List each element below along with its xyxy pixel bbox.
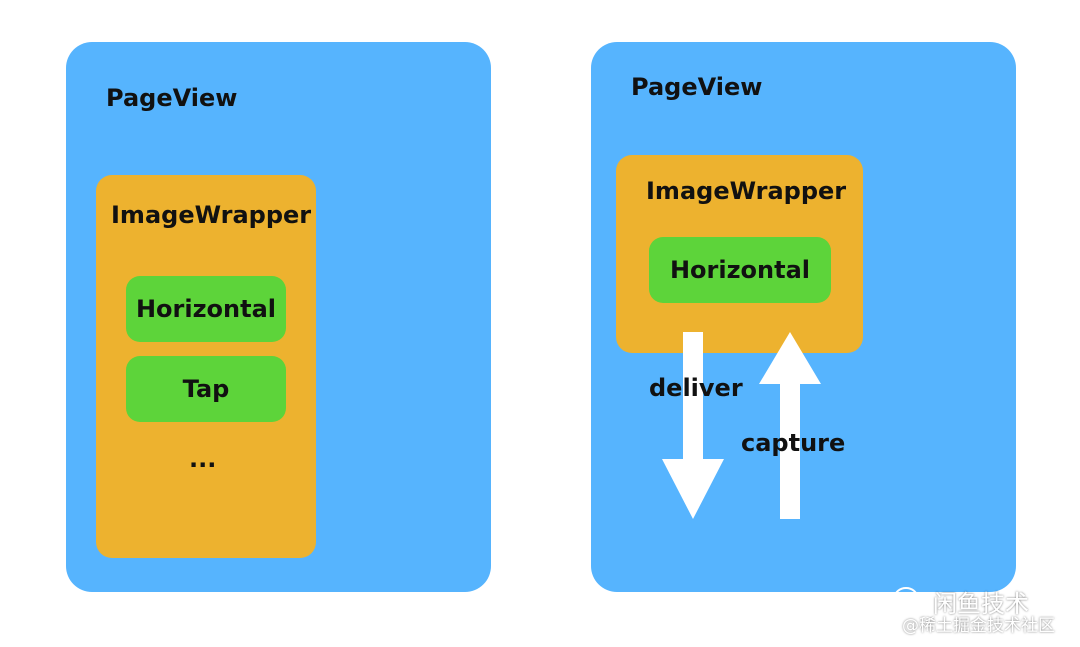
capture-arrow-shape	[759, 332, 821, 519]
right-imagewrapper-box: ImageWrapper Horizontal	[616, 155, 863, 353]
right-imagewrapper-label: ImageWrapper	[646, 177, 847, 205]
left-horizontal-label: Horizontal	[135, 295, 277, 323]
right-pageview-label: PageView	[631, 73, 763, 101]
watermark-community: @稀土掘金技术社区	[902, 616, 1055, 636]
left-imagewrapper-label: ImageWrapper	[111, 201, 312, 229]
capture-arrow	[759, 332, 821, 519]
left-tap-label: Tap	[182, 375, 230, 403]
left-horizontal-box: Horizontal	[126, 276, 286, 342]
left-pageview-label: PageView	[106, 84, 238, 112]
right-pageview-panel: PageView ImageWrapper Horizontal deliver…	[591, 42, 1016, 592]
left-tap-box: Tap	[126, 356, 286, 422]
deliver-arrow-shape	[662, 332, 724, 519]
capture-label: capture	[741, 429, 846, 457]
deliver-arrow	[662, 332, 724, 519]
wechat-icon	[894, 587, 925, 611]
left-imagewrapper-box: ImageWrapper Horizontal Tap ...	[96, 175, 316, 558]
watermark-account-name: 闲鱼技术	[933, 590, 1029, 618]
left-ellipsis: ...	[189, 445, 217, 473]
right-horizontal-label: Horizontal	[669, 256, 811, 284]
left-pageview-panel: PageView ImageWrapper Horizontal Tap ...	[66, 42, 491, 592]
right-horizontal-box: Horizontal	[649, 237, 831, 303]
deliver-label: deliver	[649, 374, 743, 402]
